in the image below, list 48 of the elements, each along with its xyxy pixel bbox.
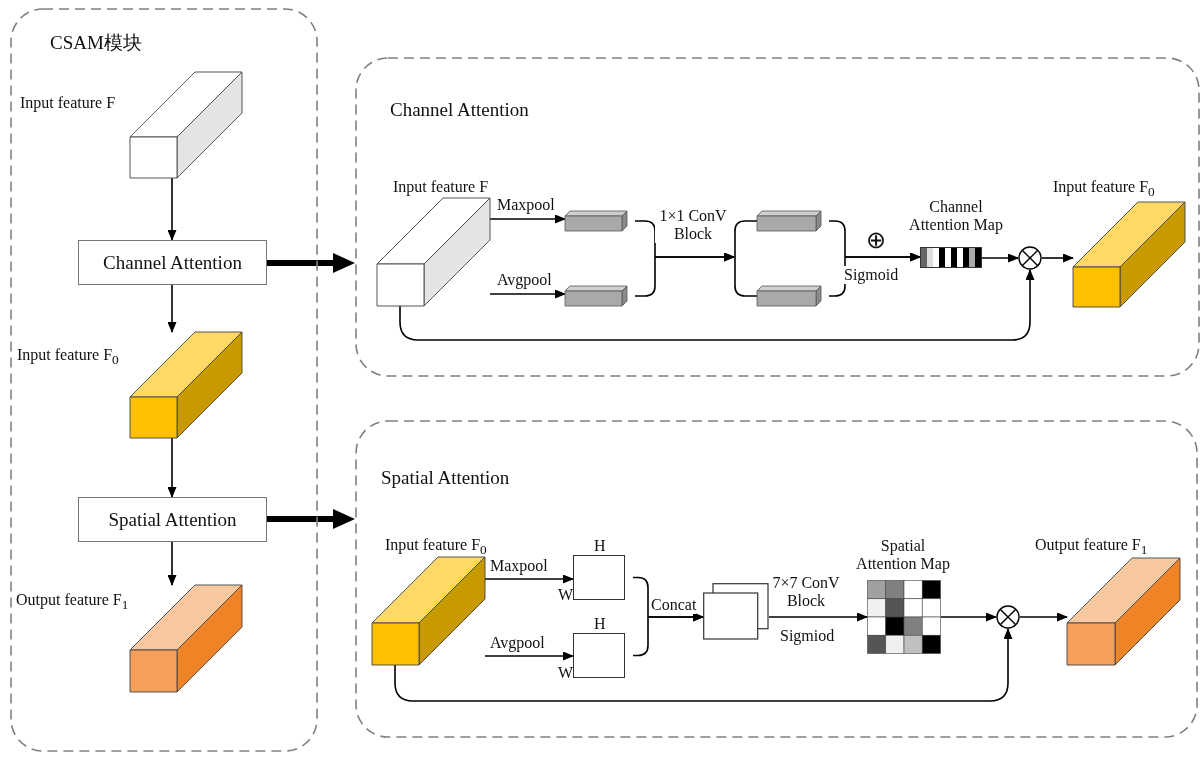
arrow [484,574,574,584]
feature-map-box [573,555,625,600]
skip-connection-arrow [399,269,1035,341]
thick-arrow [267,253,355,273]
box-label: Channel Attention [103,251,242,274]
edge-label: Avgpool [497,271,552,289]
panel-title: Spatial Attention [381,469,510,487]
feature-label: Input feature F$_{0}$ [385,536,487,560]
feature-label: Input feature F [393,178,489,196]
panel-title: CSAM模块 [50,34,142,52]
feature-label: Input feature F$_{0}$ [17,346,119,370]
operation-label: Concat [651,596,697,614]
operation-label: Sigmiod [780,627,835,645]
panel-title: Channel Attention [390,101,529,119]
box-label: Spatial Attention [108,508,237,531]
arrow [167,541,177,586]
map-label: Spatial Attention Map [855,537,951,573]
feature-label: Input feature F [20,94,116,112]
dimension-letter: H [594,537,606,555]
dimension-letter: H [594,615,606,633]
arrow [489,214,566,224]
process-box [78,497,267,542]
arrow [1041,253,1074,263]
edge-label: Maxpool [497,196,555,214]
feature-label: Input feature F$_{0}$ [1053,178,1155,202]
arrow [768,612,868,622]
operation-label: Sigmoid [844,266,899,284]
map-label: Channel Attention Map [908,198,1004,234]
arrow [484,651,574,661]
bracket-arrow [632,612,704,657]
dimension-letter: W [558,586,574,604]
arrow [167,284,177,333]
bracket-arrow [634,252,735,297]
arrow [1019,612,1068,622]
skip-connection-arrow [394,628,1013,702]
arrow [489,289,566,299]
feature-label: Output feature F$_{1}$ [1035,536,1148,560]
arrow [167,437,177,498]
thick-arrow [267,509,355,529]
edge-label: Avgpool [490,634,545,652]
arrow [167,177,177,241]
edge-label: Maxpool [490,557,548,575]
feature-label: Output feature F$_{1}$ [16,591,129,615]
arrow [981,253,1019,263]
process-box [78,240,267,285]
dimension-letter: W [558,664,574,682]
arrow [940,612,997,622]
feature-map-box [573,633,625,678]
